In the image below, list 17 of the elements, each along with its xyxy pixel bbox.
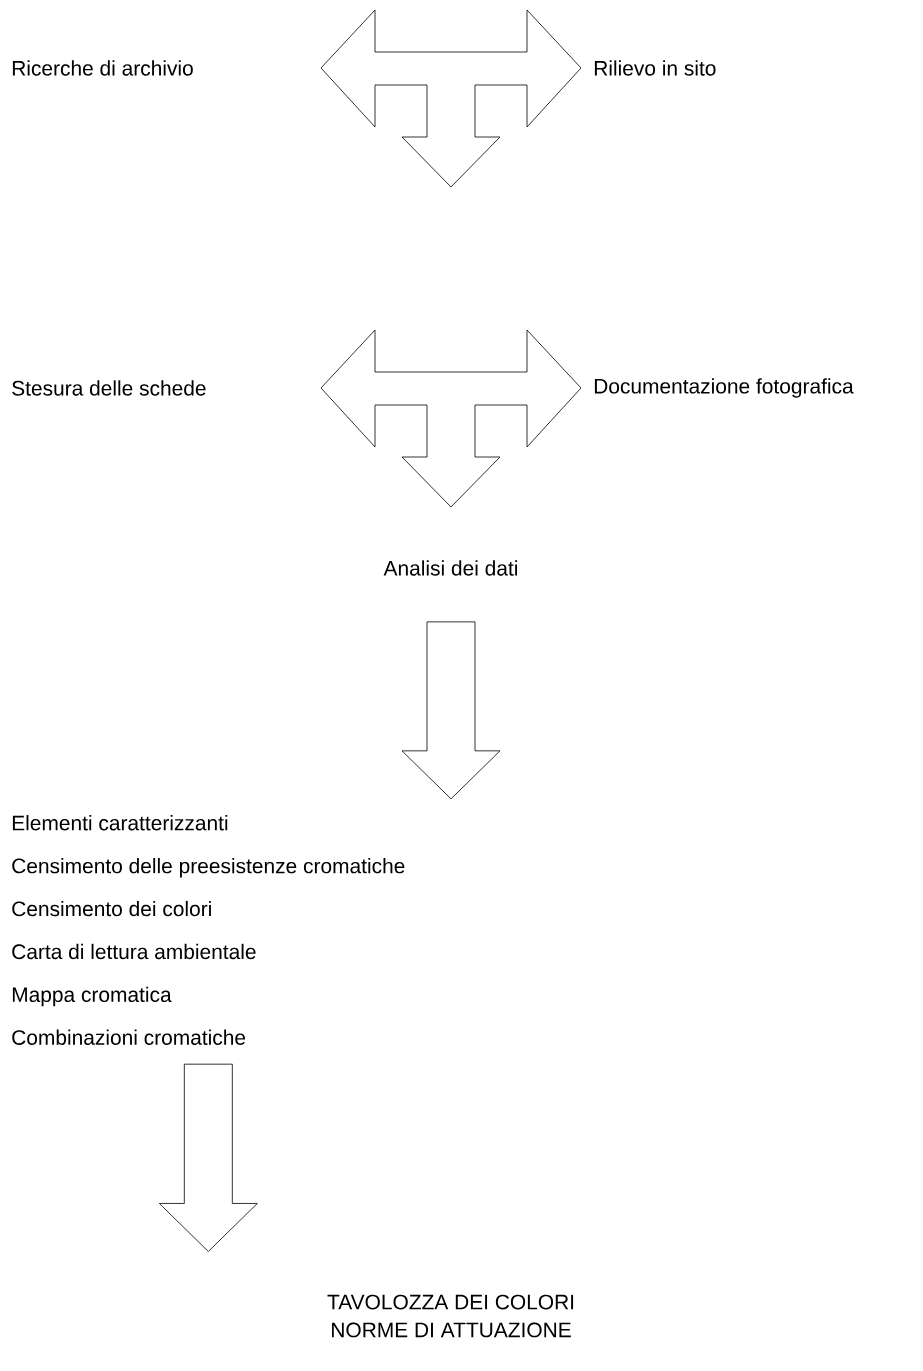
- list-item: Mappa cromatica: [12, 986, 172, 1007]
- result-label: TAVOLOZZA DEI COLORI: [327, 1294, 574, 1310]
- block-arrow: [320, 9, 582, 188]
- step-label: Documentazione fotografica: [594, 378, 854, 398]
- block-arrow: [158, 1063, 258, 1252]
- result-label: NORME DI ATTUAZIONE: [332, 1322, 571, 1338]
- block-arrow: [401, 621, 501, 800]
- list-item: Carta di lettura ambientale: [12, 943, 256, 960]
- list-item: Censimento dei colori: [12, 900, 211, 917]
- block-arrow: [320, 329, 582, 508]
- step-label: Analisi dei dati: [383, 560, 517, 576]
- step-label: Rilievo in sito: [594, 60, 716, 76]
- list-item: Combinazioni cromatiche: [12, 1029, 246, 1045]
- list-item: Elementi caratterizzanti: [12, 815, 228, 831]
- step-label: Stesura delle schede: [12, 380, 206, 396]
- list-item: Censimento delle preesistenze cromatiche: [12, 857, 405, 878]
- step-label: Ricerche di archivio: [12, 60, 193, 76]
